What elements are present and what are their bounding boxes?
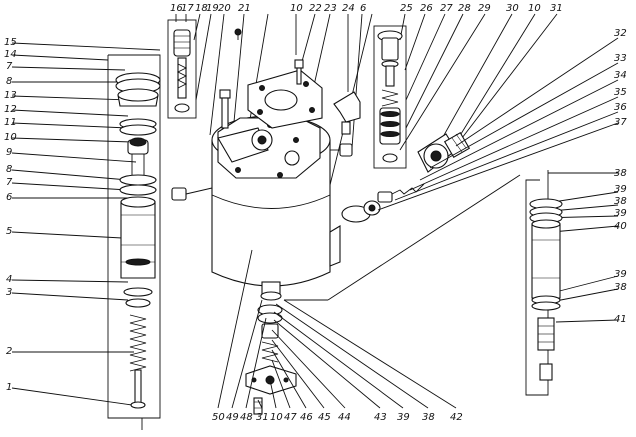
callout-top: 31 <box>550 3 563 14</box>
callout-top: 6 <box>360 3 366 14</box>
callout-top: 27 <box>440 3 453 14</box>
callout-top: 21 <box>238 3 251 14</box>
callout-top: 25 <box>400 3 413 14</box>
callout-left: 5 <box>6 226 12 237</box>
top-right-subassembly <box>373 25 407 169</box>
callout-right: 38 <box>614 196 627 207</box>
callout-bottom: 38 <box>422 412 435 423</box>
callout-bottom: 39 <box>397 412 410 423</box>
callout-bottom: 50 <box>212 412 225 423</box>
callout-left: 13 <box>4 90 17 101</box>
callout-left: 8 <box>6 164 12 175</box>
callout-top: 19 <box>206 3 219 14</box>
callout-right: 34 <box>614 70 627 81</box>
callouts-bottom: 50 49 48 31 10 47 46 45 44 43 39 38 42 <box>212 412 463 423</box>
callout-top: 10 <box>528 3 541 14</box>
callout-left: 6 <box>6 192 12 203</box>
callout-bottom: 10 <box>270 412 283 423</box>
callout-left: 15 <box>4 37 17 48</box>
bottom-leader-lines <box>217 174 521 409</box>
callout-left: 1 <box>6 382 12 393</box>
callout-right: 33 <box>614 53 627 64</box>
callouts-right: 32 33 34 35 36 37 38 39 38 39 40 39 38 4… <box>614 28 627 325</box>
callout-bottom: 42 <box>450 412 463 423</box>
callout-top: 18 <box>195 3 208 14</box>
callout-top: 22 <box>309 3 322 14</box>
callouts-top: 16 17 18 19 20 21 10 22 23 24 6 25 26 27… <box>170 3 563 14</box>
callout-bottom: 45 <box>318 412 331 423</box>
callout-left: 7 <box>6 61 13 72</box>
left-subassembly <box>11 42 161 430</box>
callout-left: 9 <box>6 147 12 158</box>
callout-left: 12 <box>4 104 17 115</box>
callout-right: 38 <box>614 282 627 293</box>
callout-top: 17 <box>181 3 194 14</box>
callout-right: 32 <box>614 28 627 39</box>
callout-left: 3 <box>6 287 12 298</box>
callout-right: 39 <box>614 269 627 280</box>
callout-right: 40 <box>614 221 627 232</box>
right-valve-unit <box>341 37 619 323</box>
right-cylinder-subassembly <box>525 170 563 396</box>
callout-right: 36 <box>614 102 627 113</box>
bottom-subassembly <box>217 174 521 415</box>
main-housing <box>171 13 558 301</box>
callout-left: 4 <box>6 274 12 285</box>
callout-top: 24 <box>342 3 355 14</box>
callout-left: 2 <box>6 346 12 357</box>
callout-bottom: 31 <box>256 412 269 423</box>
callout-right: 35 <box>614 87 627 98</box>
callout-top: 26 <box>420 3 433 14</box>
callout-top: 28 <box>458 3 471 14</box>
callout-top: 23 <box>324 3 337 14</box>
callout-left: 8 <box>6 76 12 87</box>
callout-right: 39 <box>614 184 627 195</box>
left-leader-lines <box>11 42 161 406</box>
callout-left: 11 <box>4 117 17 128</box>
callout-bottom: 49 <box>226 412 239 423</box>
top-valve-subassembly <box>167 19 242 119</box>
callout-top: 10 <box>290 3 303 14</box>
callouts-left: 15 14 7 8 13 12 11 10 9 8 7 6 5 4 3 2 1 <box>4 37 17 393</box>
callout-right: 41 <box>614 314 627 325</box>
callout-bottom: 43 <box>374 412 387 423</box>
callout-left: 14 <box>4 49 17 60</box>
callout-bottom: 48 <box>240 412 253 423</box>
callout-right: 38 <box>614 168 627 179</box>
right-leader-lines <box>377 37 619 323</box>
callout-top: 30 <box>506 3 519 14</box>
callout-bottom: 46 <box>300 412 313 423</box>
callout-top: 29 <box>478 3 491 14</box>
callout-right: 39 <box>614 208 627 219</box>
callout-left: 10 <box>4 132 17 143</box>
callout-top: 20 <box>218 3 231 14</box>
callout-left: 7 <box>6 177 13 188</box>
callout-top: 16 <box>170 3 183 14</box>
callout-right: 37 <box>614 117 627 128</box>
callout-bottom: 44 <box>338 412 351 423</box>
callout-bottom: 47 <box>284 412 297 423</box>
